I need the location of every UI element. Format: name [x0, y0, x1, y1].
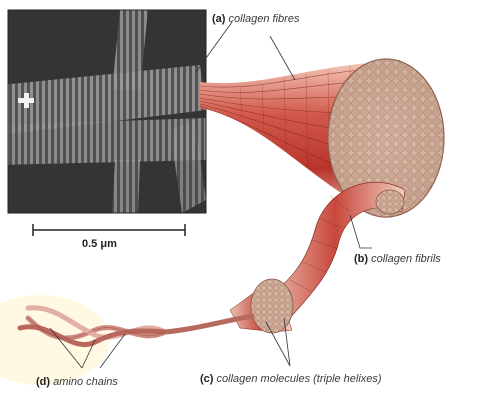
label-b-text: collagen fibrils — [371, 253, 441, 265]
label-a-letter: (a) — [212, 13, 225, 25]
label-collagen-fibres: (a) collagen fibres — [212, 14, 299, 25]
label-c-letter: (c) — [200, 373, 213, 385]
label-collagen-fibrils: (b) collagen fibrils — [354, 254, 441, 265]
label-a-text: collagen fibres — [229, 13, 300, 25]
label-c-text: collagen molecules (triple helixes) — [217, 373, 382, 385]
label-collagen-molecules: (c) collagen molecules (triple helixes) — [200, 374, 382, 385]
micrograph — [0, 10, 206, 213]
label-d-letter: (d) — [36, 376, 50, 388]
label-b-letter: (b) — [354, 253, 368, 265]
fibril-end — [376, 190, 404, 214]
label-d-text: amino chains — [53, 376, 118, 388]
scale-bar-label: 0.5 μm — [82, 238, 117, 250]
label-amino-chains: (d) amino chains — [36, 377, 118, 388]
